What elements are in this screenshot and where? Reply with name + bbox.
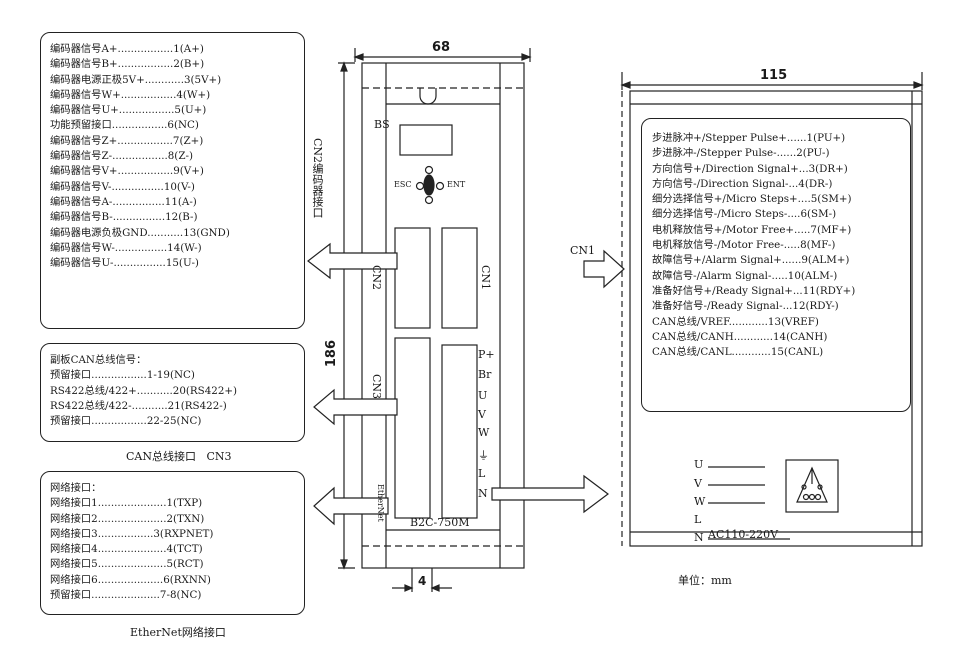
cn1-port-label: CN1 xyxy=(479,265,492,291)
front-view xyxy=(338,48,532,592)
cn1-pin-row: 步进脉冲-/Stepper Pulse-......2(PU-) xyxy=(652,147,830,160)
ethernet-pin-row: 网络接口2.....................2(TXN) xyxy=(50,512,205,525)
motor-terminal-label: N xyxy=(694,531,704,544)
side-view xyxy=(620,72,924,547)
ethernet-pin-list: 网络接口： 网络接口1.....................1(TXP) 网络接… xyxy=(40,471,305,615)
tab-dimension-4: 4 xyxy=(418,574,427,588)
cn1-pin-row: 电机释放信号+/Motor Free+.....7(MF+) xyxy=(652,223,852,236)
motor-terminal-label: V xyxy=(694,477,702,490)
cn1-pin-row: CAN总线/VREF............13(VREF) xyxy=(652,315,819,328)
cn2-pin-row: 编码器信号U+.................5(U+) xyxy=(50,104,207,117)
cn3-arrow xyxy=(313,388,398,426)
cn1-pin-row: 准备好信号+/Ready Signal+...11(RDY+) xyxy=(652,284,856,297)
cn2-pin-row: 功能预留接口.................6(NC) xyxy=(50,119,199,132)
model-label: B2C-750M xyxy=(410,516,470,529)
cn1-pin-row: 电机释放信号-/Motor Free-.....8(MF-) xyxy=(652,239,836,252)
terminal-label: V xyxy=(478,408,486,421)
cn1-pin-row: 故障信号+/Alarm Signal+......9(ALM+) xyxy=(652,254,850,267)
width-dimension-68: 68 xyxy=(432,40,451,55)
ent-label: ENT xyxy=(447,180,466,189)
cn1-pin-row: 准备好信号-/Ready Signal-...12(RDY-) xyxy=(652,300,839,313)
height-dimension-186: 186 xyxy=(324,340,339,368)
cn2-port-label: CN2 xyxy=(370,265,383,291)
esc-label: ESC xyxy=(394,180,412,189)
unit-label: 单位：mm xyxy=(678,574,732,587)
ethernet-arrow xyxy=(313,486,389,526)
cn1-pin-list: 步进脉冲+/Stepper Pulse+......1(PU+) 步进脉冲-/St… xyxy=(641,118,911,412)
cn2-pin-row: 编码器信号W+.................4(W+) xyxy=(50,88,211,101)
cn1-pin-row: 方向信号-/Direction Signal-...4(DR-) xyxy=(652,177,833,190)
cn2-pin-row: 编码器信号A-................11(A-) xyxy=(50,195,197,208)
power-arrow xyxy=(491,474,609,514)
cn2-pin-row: 编码器信号W-................14(W-) xyxy=(50,241,202,254)
ethernet-pin-row: 网络接口4.....................4(TCT) xyxy=(50,543,203,556)
cn1-pin-row: 步进脉冲+/Stepper Pulse+......1(PU+) xyxy=(652,132,846,144)
ethernet-pin-row: 网络接口5.....................5(RCT) xyxy=(50,558,204,571)
cn1-arrow-label: CN1 xyxy=(570,244,596,257)
cn3-pin-row: 预留接口.................22-25(NC) xyxy=(50,415,202,428)
cn2-side-label: CN2编码器接口 xyxy=(311,138,324,219)
cn1-arrow xyxy=(583,249,625,289)
ethernet-pin-row: 网络接口1.....................1(TXP) xyxy=(50,497,203,510)
ethernet-pin-row: 网络接口： xyxy=(50,482,102,494)
terminal-label: P+ xyxy=(478,348,495,361)
cn1-pin-row: CAN总线/CANL............15(CANL) xyxy=(652,346,824,359)
cn1-pin-row: 方向信号+/Direction Signal+...3(DR+) xyxy=(652,162,848,175)
cn3-pin-row: 预留接口.................1-19(NC) xyxy=(50,369,195,382)
cn1-pin-row: 故障信号-/Alarm Signal-.....10(ALM-) xyxy=(652,269,838,282)
motor-terminal-label: W xyxy=(694,495,706,508)
ethernet-pin-row: 网络接口3.................3(RXPNET) xyxy=(50,527,214,540)
cn2-arrow xyxy=(307,242,398,280)
terminal-label: W xyxy=(478,426,490,439)
ethernet-port-label: EtherNet xyxy=(376,484,385,522)
cn2-pin-row: 编码器信号B-................12(B-) xyxy=(50,211,198,224)
cn3-pin-row: RS422总线/422+...........20(RS422+) xyxy=(50,384,238,397)
cn3-caption: CAN总线接口 CN3 xyxy=(126,450,232,463)
terminal-label: Br xyxy=(478,368,492,381)
cn1-pin-row: CAN总线/CANH............14(CANH) xyxy=(652,330,828,343)
cn3-port-label: CN3 xyxy=(370,374,383,400)
cn2-pin-row: 编码器电源正极5V+............3(5V+) xyxy=(50,73,222,86)
power-supply-label: AC110-220V xyxy=(708,528,779,541)
cn2-pin-row: 编码器信号V+.................9(V+) xyxy=(50,165,204,178)
cn1-pin-row: 细分选择信号-/Micro Steps-....6(SM-) xyxy=(652,208,837,221)
bs-label: BS xyxy=(374,118,390,131)
cn1-pin-row: 细分选择信号+/Micro Steps+....5(SM+) xyxy=(652,193,852,206)
ethernet-pin-row: 网络接口6....................6(RXNN) xyxy=(50,573,211,586)
cn2-pin-row: 编码器信号U-................15(U-) xyxy=(50,257,199,270)
cn2-pin-row: 编码器信号Z+.................7(Z+) xyxy=(50,134,204,147)
motor-terminal-label: L xyxy=(694,513,702,526)
cn2-pin-row: 编码器信号Z-.................8(Z-) xyxy=(50,150,193,163)
motor-terminal-label: U xyxy=(694,458,704,471)
ethernet-pin-row: 预留接口.....................7-8(NC) xyxy=(50,589,202,602)
cn2-pin-list: 编码器信号A+.................1(A+) 编码器信号B+....… xyxy=(40,32,305,329)
cn2-pin-row: 编码器信号B+.................2(B+) xyxy=(50,58,205,71)
cn3-pin-row: RS422总线/422-...........21(RS422-) xyxy=(50,399,227,412)
terminal-label: L xyxy=(478,467,486,480)
cn3-pin-list: 副板CAN总线信号： 预留接口.................1-19(NC) R… xyxy=(40,343,305,442)
terminal-label: ⏚ xyxy=(478,449,489,462)
terminal-label: U xyxy=(478,389,488,402)
cn3-pin-row: 副板CAN总线信号： xyxy=(50,354,147,366)
cn2-pin-row: 编码器电源负极GND...........13(GND) xyxy=(50,226,230,239)
ethernet-caption: EtherNet网络接口 xyxy=(130,626,226,639)
width-dimension-115: 115 xyxy=(760,68,788,83)
cn2-pin-row: 编码器信号A+.................1(A+) xyxy=(50,43,204,55)
terminal-label: N xyxy=(478,487,488,500)
cn2-pin-row: 编码器信号V-................10(V-) xyxy=(50,180,195,193)
